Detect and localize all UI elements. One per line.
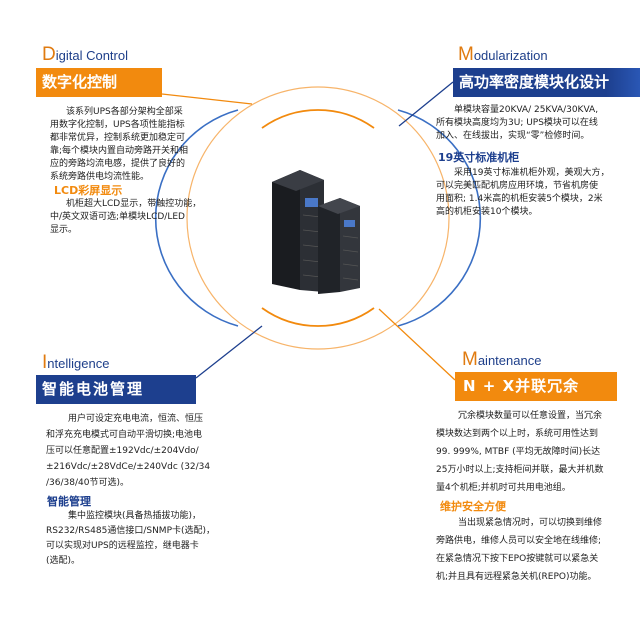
- outer-ring: [186, 86, 450, 350]
- digital-en-heading: Digital Control: [42, 44, 128, 65]
- maintenance-subheading: 维护安全方便: [440, 500, 506, 513]
- blue-arc-right: [397, 109, 482, 327]
- digital-subheading: LCD彩屏显示: [54, 184, 123, 197]
- maintenance-en-heading: Maintenance: [462, 349, 542, 370]
- orange-arc-bottom: [261, 307, 375, 327]
- modular-sub-body: 采用19英寸标准机柜外观，美观大方， 可以完美匹配机房应用环境，节省机房使 用面…: [436, 168, 610, 217]
- orange-arc-top: [261, 109, 375, 129]
- modular-subheading: 19英寸标准机柜: [438, 151, 520, 164]
- maintenance-body: 冗余模块数量可以任意设置，当冗余 模块数达到两个以上时，系统可用性达到 99. …: [436, 411, 604, 493]
- blue-arc-left: [154, 109, 239, 327]
- connector-modular: [398, 81, 454, 127]
- connector-maintenance: [378, 308, 456, 381]
- connector-digital: [161, 93, 253, 105]
- maintenance-title: N + X并联冗余: [463, 377, 580, 395]
- intelligence-subheading: 智能管理: [47, 495, 91, 508]
- modular-en-heading: Modularization: [458, 44, 548, 65]
- digital-title-bar: 数字化控制: [36, 68, 162, 97]
- intelligence-title: 智能电池管理: [42, 380, 145, 398]
- intelligence-body: 用户可设定充电电流，恒流、恒压 和浮充充电模式可自动平滑切换;电池电 压可以任意…: [46, 414, 211, 488]
- connector-intelligence: [195, 325, 263, 379]
- maintenance-title-bar: N + X并联冗余: [455, 372, 617, 401]
- intelligence-en-heading: Intelligence: [42, 352, 110, 373]
- intelligence-sub-body: 集中监控模块(具备热插拔功能)， RS232/RS485通信接口/SNMP卡(选…: [46, 511, 216, 566]
- maintenance-sub-body: 当出现紧急情况时，可以切换到维修 旁路供电，维修人员可以安全地在线维修; 在紧急…: [436, 518, 603, 582]
- ups-cabinet-image: [272, 170, 360, 294]
- modular-title-bar: 高功率密度模块化设计: [453, 68, 640, 97]
- digital-sub-body: 机柜超大LCD显示，带触控功能， 中/英文双语可选;单模块LCD/LED 显示。: [50, 199, 202, 235]
- intelligence-title-bar: 智能电池管理: [36, 375, 196, 404]
- modular-body: 单模块容量20KVA/ 25KVA/30KVA, 所有模块高度均为3U; UPS…: [436, 105, 599, 141]
- digital-body: 该系列UPS各部分架构全部采 用数字化控制，UPS各项性能指标 都非常优异，控制…: [50, 107, 189, 182]
- digital-title: 数字化控制: [42, 73, 118, 91]
- modular-title: 高功率密度模块化设计: [459, 73, 610, 91]
